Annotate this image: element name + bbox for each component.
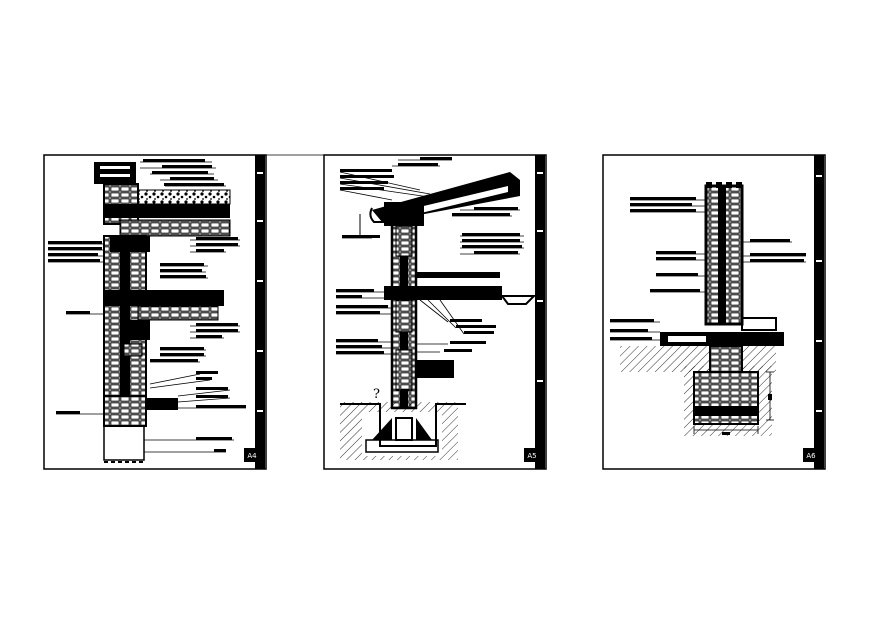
- detail-panel-a5: ?: [323, 154, 547, 470]
- sheet-tag-a4: A4: [247, 452, 257, 460]
- sheet-tag-a6: A6: [806, 452, 816, 460]
- detail-panel-a6: A6: [602, 154, 826, 470]
- sheet-tag-a5: A5: [527, 452, 536, 460]
- detail-panel-a4: A4: [43, 154, 267, 470]
- question-mark-label: ?: [373, 387, 380, 402]
